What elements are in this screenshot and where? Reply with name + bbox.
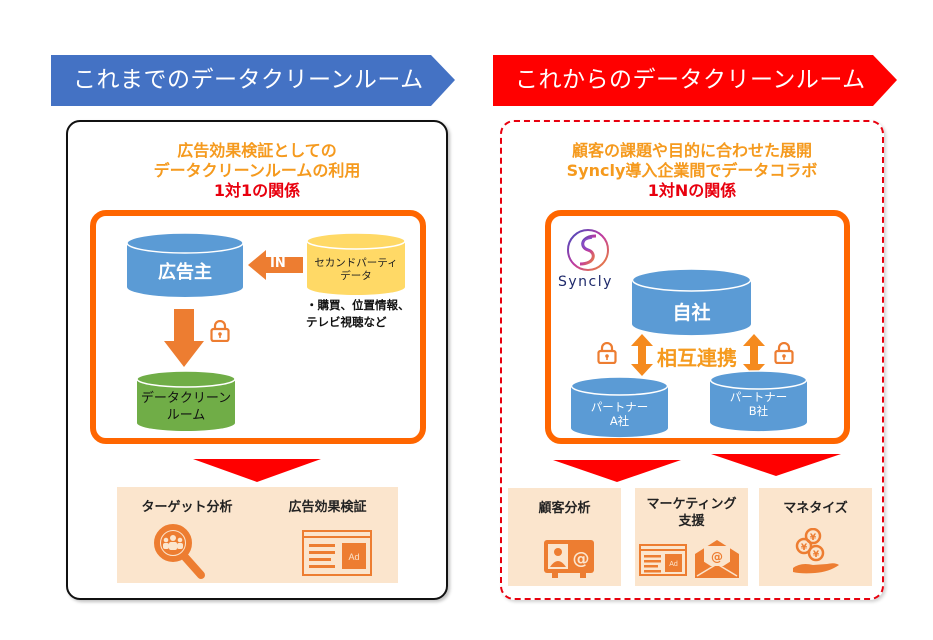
left-relation: 1対1の関係 xyxy=(213,181,301,200)
partner-a-label: パートナー A社 xyxy=(570,400,669,428)
second-party-label: セカンドパーティ データ xyxy=(306,257,406,283)
right-relation: 1対Nの関係 xyxy=(647,181,737,200)
double-arrow-icon xyxy=(631,334,653,376)
svg-text:@: @ xyxy=(711,550,723,564)
banner-current-clean-room: これまでのデータクリーンルーム xyxy=(51,55,455,106)
own-company-label: 自社 xyxy=(672,302,711,324)
svg-text:@: @ xyxy=(573,549,590,569)
clean-room-database: データクリーン ルーム xyxy=(136,370,236,432)
banner-arrow-shape xyxy=(51,55,455,106)
clean-room-label-line2: ルーム xyxy=(166,408,206,423)
panel-current xyxy=(66,120,448,600)
partner-b-label-line1: パートナー xyxy=(729,390,788,404)
output-customer-analysis-label: 顧客分析 xyxy=(538,501,591,516)
partner-a-label-line2: A社 xyxy=(609,414,630,428)
syncly-logo: Syncly xyxy=(558,228,628,298)
yen-coins-hand-icon: ¥ ¥ ¥ xyxy=(793,528,839,574)
output-monetize: マネタイズ ¥ ¥ ¥ xyxy=(759,488,872,586)
output-marketing-support-line2: 支援 xyxy=(678,514,705,529)
ad-webpage-icon: Ad xyxy=(302,530,372,576)
left-subtitle: 広告効果検証としての データクリーンルームの利用 1対1の関係 xyxy=(66,141,448,201)
output-marketing-support-label: マーケティング 支援 xyxy=(635,496,748,530)
in-label: IN xyxy=(270,256,286,271)
svg-text:Ad: Ad xyxy=(348,552,359,562)
magnifier-people-icon xyxy=(154,524,205,579)
clean-room-label-line1: データクリーン xyxy=(140,391,232,406)
syncly-logo-text: Syncly xyxy=(558,274,613,290)
svg-text:Ad: Ad xyxy=(669,561,678,568)
lock-icon xyxy=(597,342,617,364)
email-envelope-icon: @ xyxy=(695,540,739,578)
svg-text:¥: ¥ xyxy=(810,533,817,543)
banner-future-clean-room: これからのデータクリーンルーム xyxy=(493,55,897,106)
second-party-label-line1: セカンドパーティ xyxy=(314,257,398,269)
contact-card-icon: @ xyxy=(544,540,594,578)
left-outputs: ターゲット分析 広告効果検証 Ad xyxy=(117,487,398,583)
left-subtitle-line2: データクリーンルームの利用 xyxy=(153,161,361,180)
partner-b-label: パートナー B社 xyxy=(709,390,808,418)
partner-a-database: パートナー A社 xyxy=(570,376,669,438)
output-arrow-icon xyxy=(193,459,321,482)
output-marketing-support-line1: マーケティング xyxy=(646,497,737,512)
panel-future xyxy=(500,120,884,600)
second-party-database: セカンドパーティ データ xyxy=(306,232,406,296)
syncly-logo-icon xyxy=(567,229,609,271)
down-arrow-icon xyxy=(164,309,204,367)
output-marketing-support: マーケティング 支援 Ad @ xyxy=(635,488,748,586)
svg-text:¥: ¥ xyxy=(801,543,808,553)
banner-future-title: これからのデータクリーンルーム xyxy=(515,67,866,93)
svg-text:¥: ¥ xyxy=(813,550,820,560)
right-subtitle-line1: 顧客の課題や目的に合わせた展開 xyxy=(571,141,812,160)
output-arrow-icon xyxy=(553,460,681,482)
left-subtitle-line1: 広告効果検証としての xyxy=(177,141,337,160)
second-party-note: ・購買、位置情報、 テレビ視聴など xyxy=(306,297,410,331)
output-customer-analysis: 顧客分析 @ xyxy=(508,488,621,586)
left-arrow-icon xyxy=(248,250,303,280)
ad-webpage-icon: Ad xyxy=(639,544,687,576)
advertiser-database: 広告主 xyxy=(126,232,244,298)
in-arrow: IN xyxy=(248,250,303,280)
partner-b-label-line2: B社 xyxy=(748,404,769,418)
output-ad-effect: 広告効果検証 xyxy=(288,500,367,515)
banner-arrow-shape xyxy=(493,55,897,106)
output-target-analysis: ターゲット分析 xyxy=(141,500,233,515)
partner-b-database: パートナー B社 xyxy=(709,370,808,432)
second-party-note-line2: テレビ視聴など xyxy=(306,315,387,329)
second-party-label-line2: データ xyxy=(340,270,372,282)
right-subtitle: 顧客の課題や目的に合わせた展開 Syncly導入企業間でデータコラボ 1対Nの関… xyxy=(500,141,884,201)
lock-icon xyxy=(774,342,794,364)
output-monetize-label: マネタイズ xyxy=(783,501,848,516)
own-company-database: 自社 xyxy=(631,268,752,336)
second-party-note-line1: ・購買、位置情報、 xyxy=(306,298,410,312)
double-arrow-icon xyxy=(743,334,765,376)
advertiser-label: 広告主 xyxy=(158,262,212,283)
clean-room-label: データクリーン ルーム xyxy=(136,390,236,424)
partner-a-label-line1: パートナー xyxy=(590,400,649,414)
mutual-link-label: 相互連携 xyxy=(657,346,737,370)
output-arrow-icon xyxy=(711,454,841,476)
banner-current-title: これまでのデータクリーンルーム xyxy=(73,67,424,93)
right-subtitle-line2: Syncly導入企業間でデータコラボ xyxy=(566,161,818,180)
lock-icon xyxy=(210,320,230,342)
